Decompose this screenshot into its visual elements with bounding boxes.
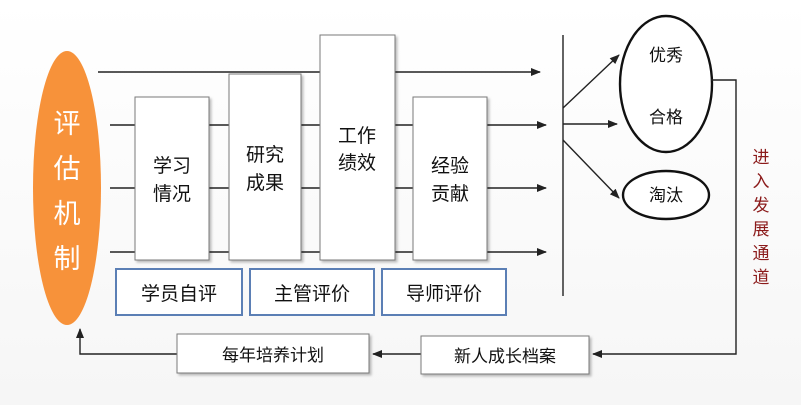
mechanism-char-2: 估	[54, 154, 81, 185]
feedback-path	[76, 79, 737, 358]
arrow-to-excellent	[562, 54, 620, 109]
eval-supervisor: 主管评价	[249, 268, 375, 316]
feedback-arrow-to-archive	[592, 79, 737, 358]
outcome-qualified-label: 合格	[649, 108, 683, 128]
pillar-research-line1: 研究	[246, 144, 284, 166]
pillar-work-line2: 绩效	[338, 152, 376, 174]
outcome-arrows	[562, 54, 620, 199]
pillar-work-line1: 工作	[338, 125, 376, 147]
evaluation-mechanism-shape	[33, 51, 101, 325]
eval-self-label: 学员自评	[141, 283, 217, 305]
outcome-pass-shape	[618, 14, 714, 154]
pillar-contribution-line2: 贡献	[431, 183, 469, 205]
pillar-work: 工作 绩效	[319, 34, 396, 261]
channel-char-5: 通	[753, 244, 770, 264]
pillar-boxes: 学习 情况 研究 成果 工作 绩效 经验 贡献	[134, 34, 488, 261]
pillar-study-line2: 情况	[153, 183, 191, 205]
annual-plan: 每年培养计划	[176, 333, 370, 374]
annual-plan-label: 每年培养计划	[222, 346, 324, 366]
mechanism-char-1: 评	[54, 109, 81, 140]
channel-char-6: 道	[753, 268, 770, 288]
pillar-study: 学习 情况	[134, 96, 210, 261]
pillar-contribution-line1: 经验	[431, 155, 469, 177]
mechanism-char-4: 制	[54, 244, 81, 275]
outcome-eliminated-label: 淘汰	[649, 186, 683, 206]
mechanism-char-3: 机	[54, 199, 81, 230]
channel-char-1: 进	[753, 148, 770, 168]
outcome-pass: 优秀 合格	[618, 14, 714, 154]
arrow-to-eliminated	[562, 139, 620, 199]
development-channel: 进 入 发 展 通 道	[753, 148, 770, 288]
channel-char-4: 展	[753, 220, 770, 240]
eval-mentor: 导师评价	[381, 268, 507, 316]
eval-mentor-label: 导师评价	[406, 283, 482, 305]
channel-char-2: 入	[753, 172, 770, 192]
eval-self: 学员自评	[115, 268, 243, 316]
evaluation-mechanism: 评 估 机 制	[33, 51, 101, 325]
pillar-research-line2: 成果	[246, 172, 284, 194]
outcome-eliminated: 淘汰	[621, 169, 711, 221]
pillar-contribution: 经验 贡献	[412, 96, 488, 261]
pillar-study-line1: 学习	[153, 155, 191, 177]
evaluation-boxes: 学员自评 主管评价 导师评价	[115, 268, 507, 316]
feedback-arrow-to-mechanism	[76, 328, 177, 355]
growth-archive: 新人成长档案	[420, 335, 590, 375]
growth-archive-label: 新人成长档案	[454, 347, 556, 367]
channel-char-3: 发	[753, 196, 770, 216]
eval-supervisor-label: 主管评价	[274, 283, 350, 305]
outcome-eliminated-shape	[621, 169, 711, 221]
outcome-excellent-label: 优秀	[649, 46, 683, 66]
pillar-research: 研究 成果	[228, 73, 302, 261]
